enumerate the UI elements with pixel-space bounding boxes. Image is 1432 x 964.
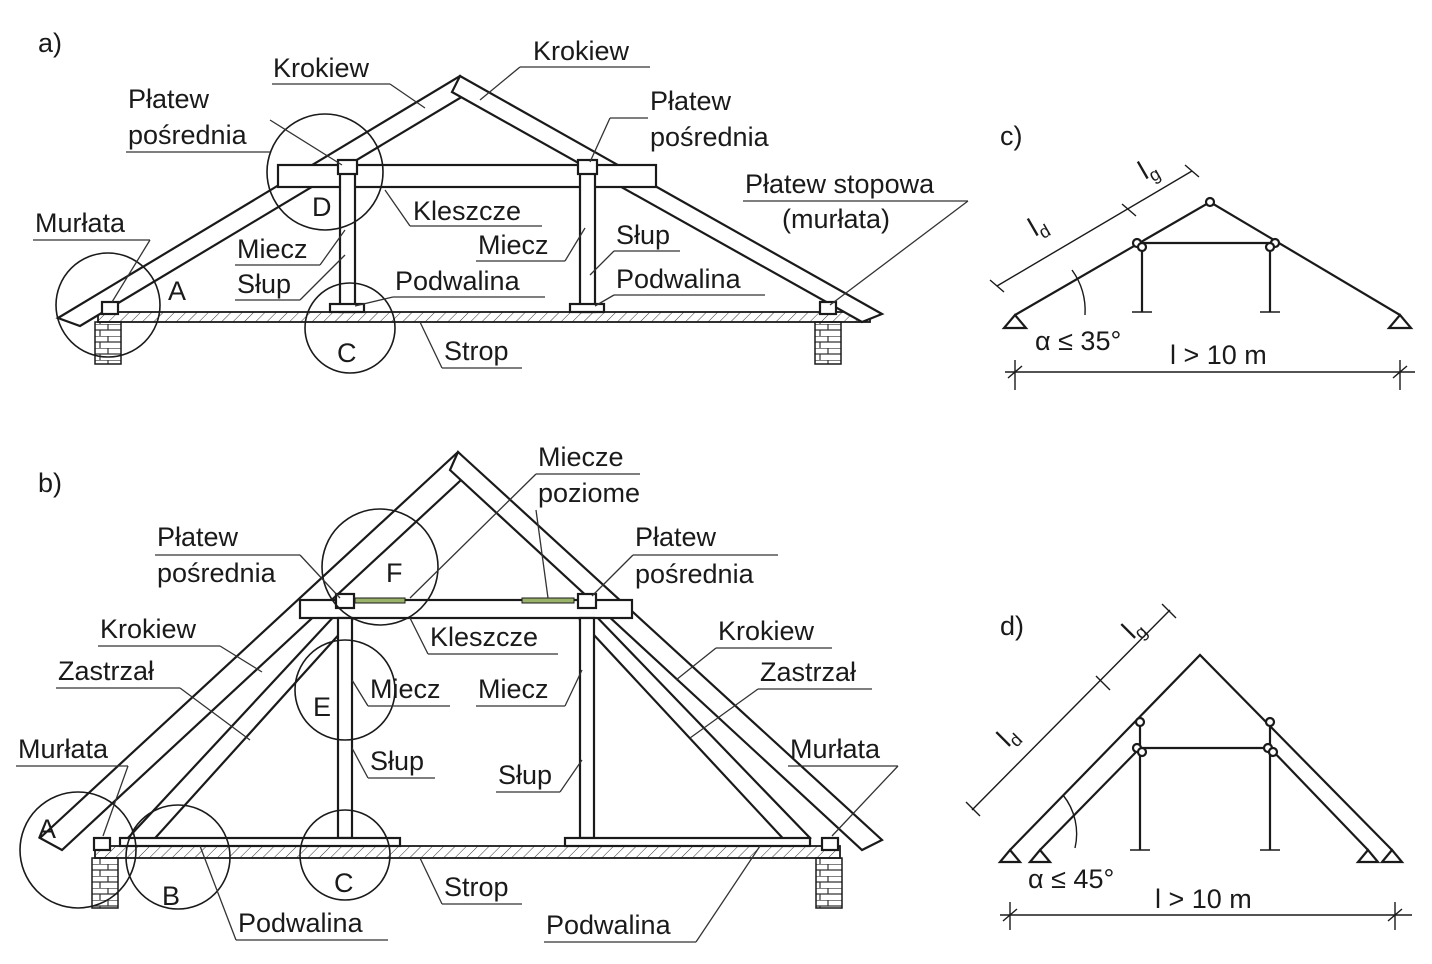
dimension-line-rafter <box>996 170 1193 287</box>
svg-text:Słup: Słup <box>237 269 291 299</box>
rafter-line <box>1009 653 1393 851</box>
svg-text:Płatew stopowa: Płatew stopowa <box>745 169 935 199</box>
svg-text:A: A <box>168 276 186 306</box>
rafter-right <box>450 74 885 324</box>
svg-text:α ≤ 45°: α ≤ 45° <box>1028 864 1114 894</box>
labels-a: Krokiew Krokiew Płatew pośrednia Płatew … <box>33 36 969 369</box>
svg-text:Miecze: Miecze <box>538 442 624 472</box>
rafter-left <box>38 450 476 852</box>
svg-text:b): b) <box>38 468 62 498</box>
svg-text:pośrednia: pośrednia <box>635 559 755 589</box>
svg-text:C: C <box>337 338 357 368</box>
svg-text:Słup: Słup <box>370 746 424 776</box>
svg-text:l > 10 m: l > 10 m <box>1170 340 1267 370</box>
svg-text:lg: lg <box>1133 151 1164 188</box>
collar-tie <box>276 163 658 189</box>
svg-text:Podwalina: Podwalina <box>395 266 521 296</box>
panel-c-static-scheme: c) lg ld α ≤ 35° l > 10 m <box>989 121 1415 390</box>
svg-text:Strop: Strop <box>444 336 509 366</box>
svg-text:ld: ld <box>1023 208 1054 245</box>
svg-text:Podwalina: Podwalina <box>238 908 364 938</box>
svg-text:E: E <box>313 692 331 722</box>
wall-right <box>815 857 843 909</box>
detail-circle-d <box>266 113 384 231</box>
detail-circle-f <box>321 508 439 626</box>
svg-text:(murłata): (murłata) <box>782 204 890 234</box>
svg-text:Murłata: Murłata <box>18 734 109 764</box>
post-right <box>578 616 596 840</box>
svg-text:B: B <box>162 881 180 911</box>
svg-text:Płatew: Płatew <box>128 84 210 114</box>
svg-text:pośrednia: pośrednia <box>157 558 277 588</box>
wall-right <box>814 321 842 365</box>
panel-b-strut-roof: b) Miecze poziome Płatew pośrednia Płat <box>16 442 899 943</box>
detail-circle-e <box>294 639 396 741</box>
svg-text:lg: lg <box>1116 612 1151 647</box>
ceiling-slab <box>94 845 841 859</box>
svg-text:d): d) <box>1000 611 1024 641</box>
svg-text:ld: ld <box>991 720 1026 755</box>
svg-text:Krokiew: Krokiew <box>533 36 630 66</box>
rafter-right <box>448 450 884 852</box>
detail-circle-c <box>299 809 391 901</box>
svg-text:Płatew: Płatew <box>635 522 717 552</box>
svg-text:Miecz: Miecz <box>370 674 441 704</box>
svg-text:Miecz: Miecz <box>237 234 308 264</box>
detail-circle-c <box>304 282 396 374</box>
svg-text:D: D <box>312 192 332 222</box>
ceiling-slab <box>97 311 871 323</box>
svg-text:Strop: Strop <box>444 872 509 902</box>
svg-text:Zastrzał: Zastrzał <box>760 657 856 687</box>
svg-text:pośrednia: pośrednia <box>128 120 248 150</box>
svg-text:Kleszcze: Kleszcze <box>413 196 521 226</box>
detail-circle-b <box>125 804 231 910</box>
svg-text:Krokiew: Krokiew <box>100 614 197 644</box>
svg-text:Miecz: Miecz <box>478 674 549 704</box>
svg-text:F: F <box>386 558 403 588</box>
svg-text:Podwalina: Podwalina <box>616 264 742 294</box>
wall-left <box>91 857 119 909</box>
post-right <box>578 163 597 314</box>
panel-a-purlin-roof: a) Krokiew Krokiew Płatew pośrednia <box>33 28 969 374</box>
svg-text:Krokiew: Krokiew <box>273 53 370 83</box>
svg-text:Słup: Słup <box>616 220 670 250</box>
svg-text:Krokiew: Krokiew <box>718 616 815 646</box>
detail-circle-a <box>19 791 137 909</box>
svg-text:Płatew: Płatew <box>650 86 732 116</box>
post-left <box>336 616 354 840</box>
svg-text:Zastrzał: Zastrzał <box>58 656 154 686</box>
svg-text:c): c) <box>1000 121 1023 151</box>
svg-text:Podwalina: Podwalina <box>546 910 672 940</box>
svg-text:Kleszcze: Kleszcze <box>430 622 538 652</box>
panel-a-tag: a) <box>38 28 62 58</box>
dimension-line-rafter <box>971 609 1171 811</box>
post-left <box>338 163 357 314</box>
svg-text:Płatew: Płatew <box>157 522 239 552</box>
rafter-line <box>1014 200 1401 316</box>
sill-left <box>118 836 402 848</box>
svg-text:A: A <box>38 814 56 844</box>
svg-text:α ≤ 35°: α ≤ 35° <box>1035 326 1121 356</box>
svg-text:Murłata: Murłata <box>790 734 881 764</box>
svg-text:Murłata: Murłata <box>35 208 126 238</box>
detail-circle-a <box>55 252 161 358</box>
panel-d-static-scheme: d) lg ld α ≤ 45° l > 10 m <box>965 603 1412 930</box>
labels-b: Miecze poziome Płatew pośrednia Płatew p… <box>16 442 899 943</box>
svg-text:C: C <box>334 868 354 898</box>
collar-tie <box>298 598 634 620</box>
sill-right <box>563 836 812 848</box>
svg-text:poziome: poziome <box>538 478 640 508</box>
svg-text:Miecz: Miecz <box>478 230 549 260</box>
strut-right <box>578 610 812 848</box>
svg-text:pośrednia: pośrednia <box>650 122 770 152</box>
svg-text:Słup: Słup <box>498 760 552 790</box>
svg-text:l > 10 m: l > 10 m <box>1155 884 1252 914</box>
